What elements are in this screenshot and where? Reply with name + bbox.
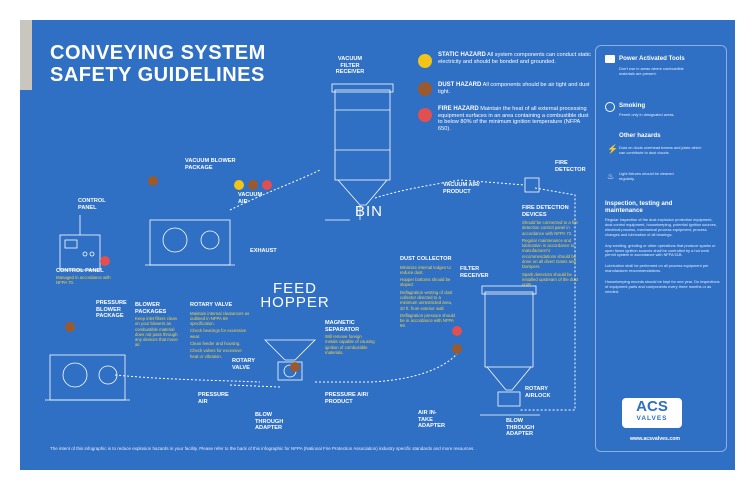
- filter-receiver: [480, 285, 540, 416]
- label-pressure-blower-package: PRESSURE BLOWER PACKAGE: [96, 300, 127, 319]
- label-vacuum-filter-receiver: VACUUM FILTER RECEIVER: [335, 56, 365, 75]
- note-magnetic-separator: MAGNETIC SEPARATOR Will remove foreign m…: [325, 320, 375, 355]
- page-title: CONVEYING SYSTEM SAFETY GUIDELINES: [50, 42, 266, 86]
- dust-icon: [418, 82, 432, 96]
- lightning-icon: [234, 180, 244, 190]
- footer-disclaimer: The intent of this infographic is to red…: [50, 446, 475, 451]
- note-dust-collector: DUST COLLECTOR Minimize internal ledges …: [400, 256, 455, 329]
- poster: CONVEYING SYSTEM SAFETY GUIDELINES: [20, 20, 735, 470]
- dust-icon: [290, 362, 300, 372]
- lightning-icon: [418, 54, 432, 68]
- no-smoking-icon: [605, 102, 615, 112]
- label-blow-through-adapter-2: BLOW THROUGH ADAPTER: [506, 418, 535, 437]
- vacuum-product-line: [374, 179, 526, 199]
- label-blow-through-adapter: BLOW THROUGH ADAPTER: [255, 412, 284, 431]
- sidebar-inspection: Inspection, testing and maintenance Regu…: [605, 200, 720, 294]
- fire-icon: [100, 256, 110, 266]
- website-link[interactable]: www.acsvalves.com: [630, 436, 680, 442]
- blow-line: [229, 384, 281, 388]
- fire-icon: [418, 108, 432, 122]
- flame-icon: ♨: [607, 172, 615, 181]
- dust-icon: [452, 344, 462, 354]
- fire-hazard: FIRE HAZARD Maintain the heat of all ext…: [438, 106, 589, 132]
- label-air-intake-adapter: AIR IN- TAKE ADAPTER: [418, 410, 446, 429]
- label-rotary-airlock: ROTARY AIRLOCK: [525, 386, 551, 399]
- conveying-lines: [114, 169, 576, 411]
- acs-valves-logo: ACS VALVES: [622, 398, 682, 428]
- detector-line: [520, 187, 576, 411]
- label-vacuum-air: VACUUM AIR: [238, 192, 263, 205]
- note-fire-detection-devices: FIRE DETECTION DEVICES Should be connect…: [522, 205, 579, 288]
- control-panel: [59, 215, 101, 271]
- note-control-panel: CONTROL PANEL Managed in accordance with…: [56, 268, 111, 285]
- label-fire-detector: FIRE DETECTOR: [555, 160, 586, 173]
- note-blower-packages: BLOWER PACKAGES Keep inlet filters clean…: [135, 302, 178, 348]
- label-bin: BIN: [355, 203, 384, 220]
- label-pressure-air: PRESSURE AIR: [198, 392, 229, 405]
- rotary-valve: [264, 339, 316, 381]
- drill-icon: [605, 55, 615, 63]
- static-hazard: STATIC HAZARD All system components can …: [438, 52, 591, 65]
- dust-hazard: DUST HAZARD All components should be air…: [438, 82, 590, 95]
- note-rotary-valve: ROTARY VALVE Maintain internal clearance…: [190, 302, 250, 359]
- vacuum-blower-package: [145, 219, 235, 266]
- conveying-system-diagram: [45, 83, 576, 416]
- pressure-air-line: [114, 374, 261, 383]
- accent-bar: [20, 20, 32, 90]
- vacuum-air-line: [229, 169, 321, 211]
- label-control-panel: CONTROL PANEL: [78, 198, 106, 211]
- label-filter-receiver: FILTER RECEIVER: [460, 266, 489, 279]
- dust-icon: [148, 176, 158, 186]
- pressure-blower-package: [45, 354, 130, 401]
- label-vacuum-blower-package: VACUUM BLOWER PACKAGE: [185, 158, 236, 171]
- label-rotary-valve: ROTARY VALVE: [232, 358, 255, 371]
- fire-icon: [262, 180, 272, 190]
- label-vacuum-air-product: VACUUM AIR/ PRODUCT: [443, 182, 480, 195]
- dust-icon: [65, 322, 75, 332]
- vacuum-filter-receiver: [325, 83, 394, 221]
- lightning-icon: ⚡: [607, 144, 619, 154]
- fire-detector-box: [524, 177, 540, 193]
- sidebar: [595, 45, 727, 452]
- label-exhaust: EXHAUST: [250, 248, 277, 254]
- label-feed-hopper: FEED HOPPER: [260, 280, 330, 311]
- fire-icon: [452, 326, 462, 336]
- equipment: [45, 83, 540, 416]
- dust-icon: [248, 180, 258, 190]
- label-pressure-air-product: PRESSURE AIR/ PRODUCT: [325, 392, 369, 405]
